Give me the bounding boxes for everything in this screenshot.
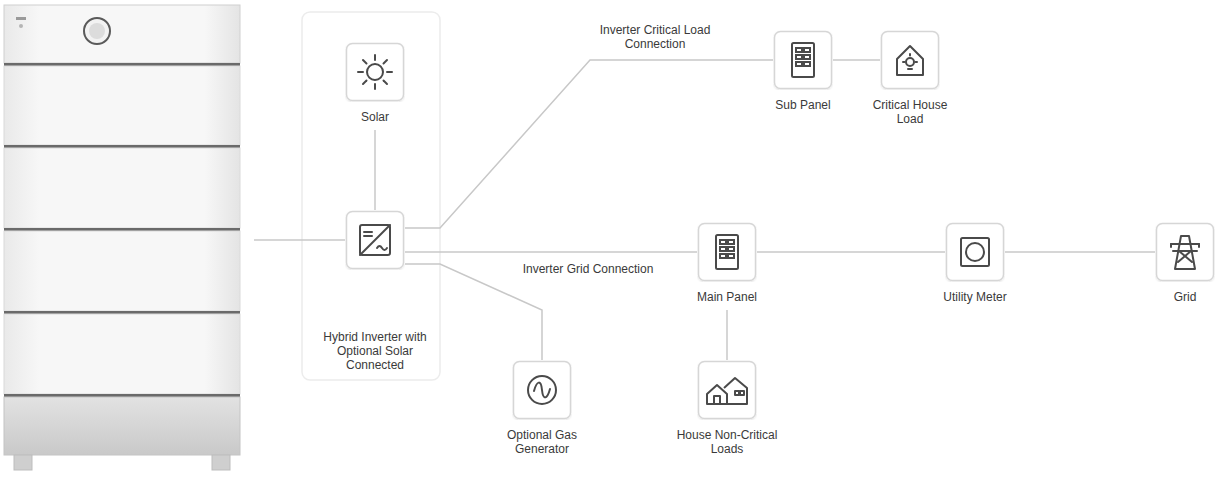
connector	[1005, 251, 1155, 253]
icon-node: Solar	[345, 42, 405, 102]
icon-node: Main Panel	[697, 222, 757, 282]
connector-label: Inverter Critical Load Connection	[585, 22, 725, 52]
node-icon	[880, 30, 940, 90]
connector	[405, 264, 542, 360]
node-icon	[945, 222, 1005, 282]
node-label-wrap: Main Panel	[682, 290, 772, 304]
icon-node: Sub Panel	[773, 30, 833, 90]
node-label-wrap: House Non-Critical Loads	[671, 428, 783, 456]
connector	[405, 251, 697, 253]
node-icon	[697, 222, 757, 282]
node-label-wrap: Optional Gas Generator	[497, 428, 587, 456]
icon-node: Utility Meter	[945, 222, 1005, 282]
connector-label-wrap: Inverter Critical Load Connection	[585, 22, 725, 52]
node-label-wrap: Hybrid Inverter with Optional Solar Conn…	[313, 330, 437, 372]
node-label: Critical House Load	[865, 98, 955, 126]
node-icon	[697, 360, 757, 420]
node-label: Hybrid Inverter with Optional Solar Conn…	[313, 330, 437, 372]
connector-label: Inverter Grid Connection	[520, 261, 657, 277]
node-label: Utility Meter	[930, 290, 1020, 304]
node-icon	[773, 30, 833, 90]
node-label: Sub Panel	[758, 98, 848, 112]
node-label: Optional Gas Generator	[497, 428, 587, 456]
node-label: Main Panel	[682, 290, 772, 304]
inverter-enclosure	[302, 12, 440, 380]
node-icon	[512, 360, 572, 420]
node-icon	[1155, 222, 1215, 282]
battery-cabinet	[4, 5, 240, 470]
icon-node: Critical House Load	[880, 30, 940, 90]
connector	[726, 310, 728, 360]
icon-node: Optional Gas Generator	[512, 360, 572, 420]
node-label: House Non-Critical Loads	[671, 428, 783, 456]
node-label-wrap: Grid	[1150, 290, 1220, 304]
icon-node: House Non-Critical Loads	[697, 360, 757, 420]
node-label-wrap: Critical House Load	[865, 98, 955, 126]
node-label: Solar	[335, 110, 415, 124]
battery-wire	[254, 239, 345, 241]
node-label: Grid	[1150, 290, 1220, 304]
icon-node: Grid	[1155, 222, 1215, 282]
connector	[374, 130, 376, 210]
connector	[405, 60, 773, 228]
node-label-wrap: Utility Meter	[930, 290, 1020, 304]
icon-node: Hybrid Inverter with Optional Solar Conn…	[345, 210, 405, 270]
connector	[757, 251, 945, 253]
node-icon	[345, 210, 405, 270]
node-label-wrap: Sub Panel	[758, 98, 848, 112]
connector-label-wrap: Inverter Grid Connection	[518, 259, 658, 277]
node-icon	[345, 42, 405, 102]
connector	[833, 59, 880, 61]
node-label-wrap: Solar	[335, 110, 415, 124]
